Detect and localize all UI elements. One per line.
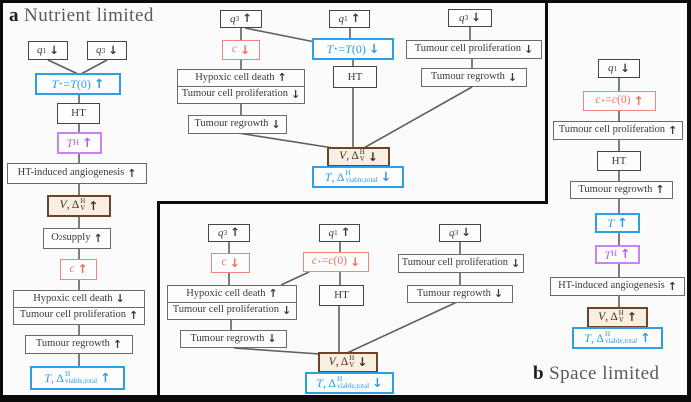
node-b2-proliferation: Tumour cell proliferation↑ xyxy=(553,121,683,140)
node-b1-hypoxic-death: Hypoxic cell death ↑ xyxy=(186,287,278,301)
panel-a-title: Nutrient limited xyxy=(24,5,154,26)
node-b1-proliferation: Tumour cell proliferation↓ xyxy=(168,301,296,319)
node-a2-proliferation-right: Tumour cell proliferation↓ xyxy=(406,40,542,59)
node-a1-angiogenesis: HT-induced angiogenesis ↑ xyxy=(7,163,147,184)
panel-divider-horizontal xyxy=(157,201,548,204)
node-b2-HT: HT xyxy=(597,151,641,171)
node-a2-nutrient: c ↓ xyxy=(222,40,260,60)
panel-divider-vertical-bottom xyxy=(157,201,160,396)
node-a1-HT: HT xyxy=(57,103,100,124)
node-a2-regrowth: Tumour regrowth ↓ xyxy=(188,115,287,134)
node-a1-hypoxic-death: Hypoxic cell death ↓ xyxy=(33,292,125,306)
node-a2-regrowth-right: Tumour regrowth ↓ xyxy=(421,68,527,87)
node-a2-hypoxic-death: Hypoxic cell death ↑ xyxy=(195,71,287,85)
node-a1-proliferation: Tumour cell proliferation↑ xyxy=(14,306,144,324)
node-b1-regrowth: Tumour regrowth ↓ xyxy=(180,330,287,348)
node-a2-T-star: T⋆ = T(0)↓ xyxy=(312,38,394,60)
node-a1-T-star: T⋆ = T(0)↑ xyxy=(35,73,121,95)
node-a1-regrowth: Tumour regrowth ↑ xyxy=(25,335,133,354)
node-b2-angiogenesis: HT-induced angiogenesis ↑ xyxy=(550,277,685,296)
node-a2-HT: HT xyxy=(333,66,377,88)
panel-divider-vertical-top xyxy=(545,3,548,204)
node-b1-proliferation-right: Tumour cell proliferation↓ xyxy=(398,254,524,273)
panel-a-tag: a xyxy=(9,5,19,26)
node-b2-regrowth: Tumour regrowth ↑ xyxy=(570,181,673,199)
panel-b-title: Space limited xyxy=(549,363,660,384)
node-b1-regrowth-right: Tumour regrowth ↓ xyxy=(407,285,513,303)
node-b2-T: T ↑ xyxy=(595,213,640,233)
node-a1-death-proliferation-stack: Hypoxic cell death ↓ Tumour cell prolife… xyxy=(13,290,145,325)
node-a2-death-proliferation-stack: Hypoxic cell death ↑ Tumour cell prolife… xyxy=(177,69,305,104)
node-b1-c-star: c⋆ = c(0)↓ xyxy=(303,252,369,272)
node-b1-nutrient: c ↓ xyxy=(211,253,250,273)
node-b1-HT: HT xyxy=(319,285,364,306)
node-a1-nutrient: c ↑ xyxy=(60,259,97,280)
panel-b-tag: b xyxy=(533,363,545,384)
node-b1-death-proliferation-stack: Hypoxic cell death ↑ Tumour cell prolife… xyxy=(167,285,297,320)
node-b2-c-star: c⋆ = c(0)↑ xyxy=(583,91,656,111)
node-a2-proliferation: Tumour cell proliferation↓ xyxy=(178,85,304,103)
